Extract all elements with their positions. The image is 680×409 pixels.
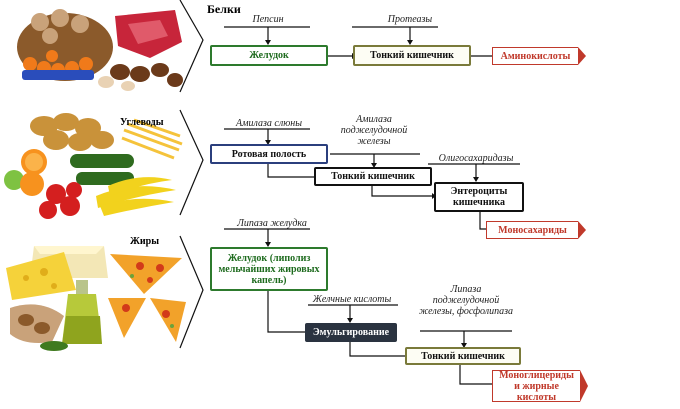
result-amino-acids: Аминокислоты <box>492 46 586 65</box>
result-monosaccharides: Моносахариды <box>486 220 586 239</box>
fats-title: Жиры <box>130 236 160 247</box>
enzyme-pepsin: Пепсин <box>252 14 284 25</box>
step-stomach: Желудок <box>210 45 328 66</box>
step-small-intestine: Тонкий кишечник <box>353 45 471 66</box>
step-small-intestine-fats: Тонкий кишечник <box>405 347 521 365</box>
result-monoglycerides-fatty-acids: Моноглицериды и жирные кислоты <box>492 369 588 403</box>
enzyme-gastric-lipase: Липаза желудка <box>237 218 307 229</box>
step-enterocytes: Энтероциты кишечника <box>434 182 524 212</box>
proteins-title: Белки <box>207 2 241 16</box>
enzyme-pancreatic-amylase: Амилаза поджелудочной железы <box>340 114 408 147</box>
step-oral-cavity: Ротовая полость <box>210 144 328 164</box>
step-stomach-lipolysis: Желудок (липолиз мельчайших жировых капе… <box>210 247 328 291</box>
step-emulsification: Эмульгирование <box>305 323 397 342</box>
enzyme-oligosaccharidases: Олигосахаридазы <box>438 153 514 164</box>
carbohydrate-foods-image <box>4 110 184 220</box>
step-small-intestine-carbs: Тонкий кишечник <box>314 167 432 186</box>
protein-foods-image <box>10 2 188 92</box>
carbohydrates-title: Углеводы <box>120 117 164 128</box>
enzyme-proteases: Протеазы <box>387 14 433 25</box>
enzyme-salivary-amylase: Амилаза слюны <box>236 118 302 129</box>
fat-foods-image <box>4 238 190 353</box>
enzyme-bile-acids: Желчные кислоты <box>312 294 392 305</box>
enzyme-pancreatic-lipase: Липаза поджелудочной железы, фосфолипаза <box>418 284 514 317</box>
